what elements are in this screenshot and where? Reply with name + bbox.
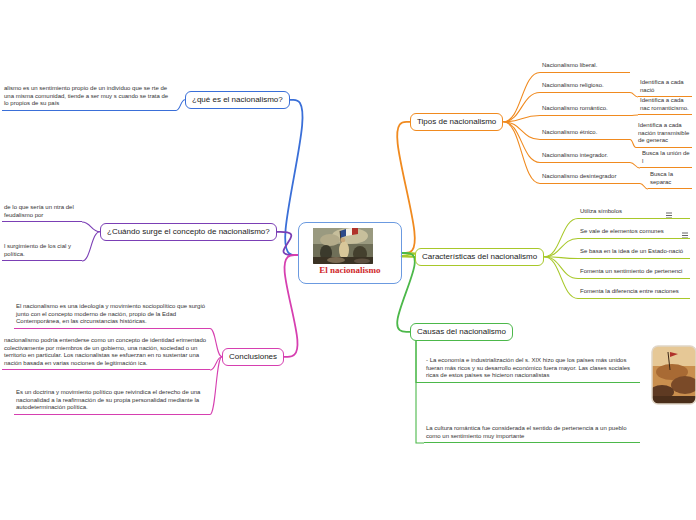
node-text: ¿Cuándo surge el concepto de nacionalism…	[107, 227, 270, 237]
subtopic-item: Nacionalismo religioso.	[540, 81, 630, 93]
node-text: Utiliza símbolos	[580, 208, 688, 216]
topic-box: Conclusiones	[222, 348, 284, 366]
topic-box: Tipos de nacionalismo	[410, 113, 503, 131]
branch-connector	[544, 257, 578, 299]
node-text: Causas del nacionalismo	[417, 327, 506, 337]
subtopic-item: Nacionalismo desintegrador	[540, 172, 640, 184]
subtopic-item: Se basa en la idea de un Estado-nació	[578, 247, 690, 259]
subtopic-item: Nacionalismo romántico.	[540, 104, 630, 116]
branch-connector	[630, 163, 640, 169]
branch-connector	[416, 341, 424, 443]
branch-connector	[544, 239, 578, 257]
node-text: Características del nacionalismo	[422, 252, 537, 262]
node-text: de lo que sería un ntra del feudalismo p…	[4, 204, 80, 219]
subtopic-item: Identifica a cada nac romanticismo.	[638, 96, 692, 115]
subtopic-item: l surgimiento de los cial y política.	[2, 242, 82, 261]
subtopic-item: alismo es un sentimiento propio de un in…	[2, 84, 176, 111]
branch-connector	[210, 357, 222, 415]
branch-connector	[503, 73, 540, 122]
branch-connector	[630, 114, 638, 116]
subtopic-item: Nacionalismo integrador.	[540, 151, 630, 163]
node-text: Nacionalismo integrador.	[542, 152, 628, 160]
node-text: Busca la unión de l	[642, 150, 690, 165]
subtopic-item: Nacionalismo liberal.	[540, 61, 630, 73]
node-text: Es un doctrina y movimiento político que…	[16, 389, 208, 412]
topic-box: Características del nacionalismo	[415, 248, 544, 266]
node-text: alismo es un sentimiento propio de un in…	[4, 85, 174, 108]
branch-connector	[503, 93, 540, 122]
node-text: Identifica a cada nac romanticismo.	[640, 97, 690, 112]
branch-connector	[416, 341, 424, 383]
branch-connector	[210, 329, 222, 357]
topic-box: ¿Cuándo surge el concepto de nacionalism…	[100, 223, 277, 241]
node-text: - La economía e industrialización del s.…	[426, 357, 638, 380]
node-text: Fomenta un sentimiento de pertenenci	[580, 268, 688, 276]
node-text: Identifica a cada nació	[640, 79, 690, 94]
branch-connector	[176, 100, 185, 111]
central-topic: El nacionalismo	[298, 222, 402, 284]
node-text: Nacionalismo romántico.	[542, 105, 628, 113]
list-icon	[666, 213, 672, 218]
branch-connector	[640, 184, 648, 190]
node-text: Nacionalismo religioso.	[542, 82, 628, 90]
branch-connector	[397, 122, 415, 253]
center-painting	[313, 228, 373, 264]
branch-connector	[397, 253, 415, 332]
thumbnail-painting	[650, 346, 696, 404]
node-text: Nacionalismo desintegrador	[542, 173, 638, 181]
node-text: Fomenta la diferencia entre naciones	[580, 288, 688, 296]
node-text: Se basa en la idea de un Estado-nació	[580, 248, 688, 256]
node-text: ¿qué es el nacionalismo?	[192, 95, 283, 105]
map-title: El nacionalismo	[299, 265, 401, 275]
subtopic-item: nacionalismo podría entenderse como un c…	[2, 336, 210, 370]
node-text: Tipos de nacionalismo	[417, 117, 496, 127]
node-text: Nacionalismo étnico.	[542, 129, 628, 137]
subtopic-item: La cultura romántica fue considerada el …	[424, 424, 640, 443]
subtopic-item: Busca la unión de l	[640, 149, 692, 168]
subtopic-item: Nacionalismo étnico.	[540, 128, 630, 140]
branch-connector	[630, 93, 638, 98]
node-text: nacionalismo podría entenderse como un c…	[4, 337, 208, 367]
subtopic-item: Busca la separac	[648, 170, 692, 189]
subtopic-item: Fomenta la diferencia entre naciones	[578, 287, 690, 299]
subtopic-item: Utiliza símbolos	[578, 207, 690, 219]
node-text: La cultura romántica fue considerada el …	[426, 425, 638, 440]
node-text: Se vale de elementos comunes	[580, 228, 688, 236]
subtopic-item: Se vale de elementos comunes	[578, 227, 690, 239]
branch-connector	[82, 222, 100, 232]
subtopic-item: Identifica a cada nación transmisible de…	[636, 121, 692, 148]
branch-connector	[82, 232, 100, 261]
branch-connector	[284, 255, 298, 357]
node-text: Identifica a cada nación transmisible de…	[638, 122, 690, 145]
node-text: El nacionalismo es una ideología y movim…	[16, 303, 208, 326]
branch-connector	[503, 122, 540, 163]
subtopic-item: El nacionalismo es una ideología y movim…	[14, 302, 210, 329]
subtopic-item: Fomenta un sentimiento de pertenenci	[578, 267, 690, 279]
topic-box: Causas del nacionalismo	[410, 323, 513, 341]
branch-connector	[277, 232, 298, 255]
subtopic-item: de lo que sería un ntra del feudalismo p…	[2, 203, 82, 222]
subtopic-item: - La economía e industrialización del s.…	[424, 356, 640, 383]
subtopic-item: Es un doctrina y movimiento político que…	[14, 388, 210, 415]
node-text: l surgimiento de los cial y política.	[4, 243, 80, 258]
node-text: Nacionalismo liberal.	[542, 62, 628, 70]
subtopic-item: Identifica a cada nació	[638, 78, 692, 97]
branch-connector	[503, 122, 540, 184]
branch-connector	[503, 116, 540, 122]
branch-connector	[544, 257, 578, 279]
topic-box: ¿qué es el nacionalismo?	[185, 91, 290, 109]
list-icon	[682, 233, 688, 238]
branch-connector	[544, 219, 578, 257]
node-text: Busca la separac	[650, 171, 690, 186]
node-text: Conclusiones	[229, 352, 277, 362]
